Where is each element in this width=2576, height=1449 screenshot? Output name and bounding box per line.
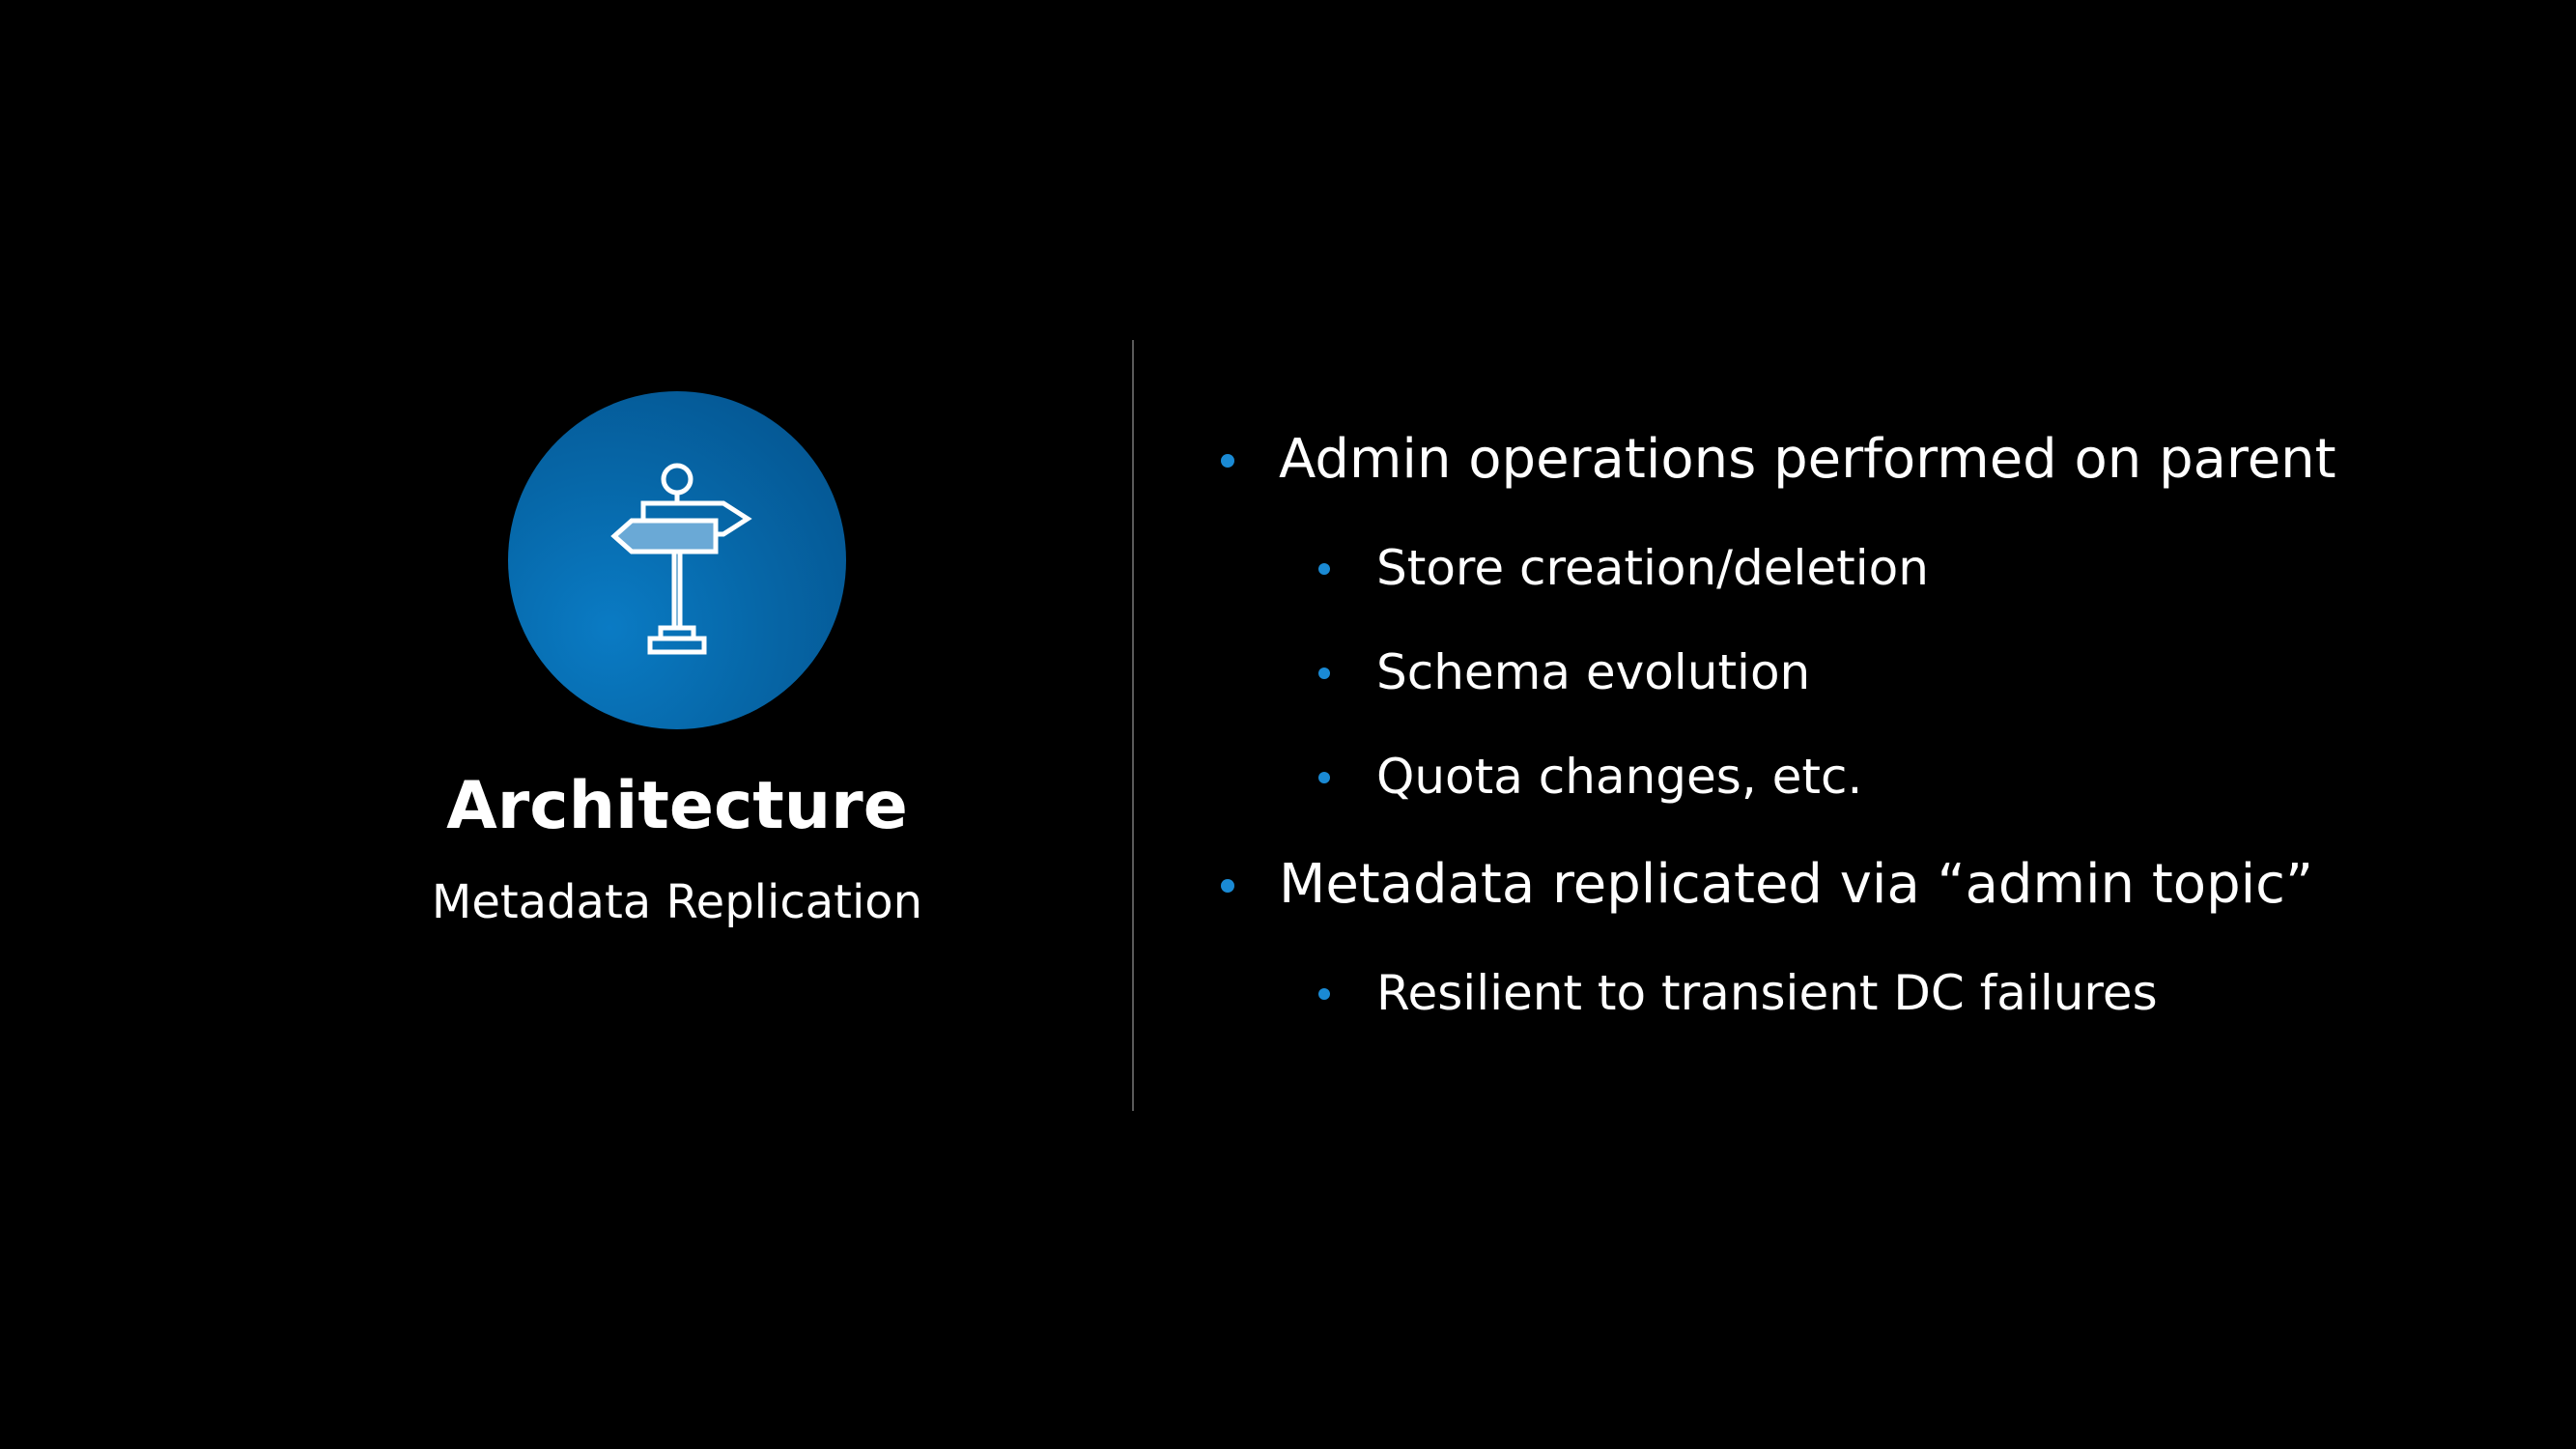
bullet-text: Resilient to transient DC failures: [1376, 965, 2158, 1021]
bullet-item: Metadata replicated via “admin topic”: [1221, 846, 2313, 923]
signpost-icon: [610, 463, 752, 655]
sub-bullet-item: Store creation/deletion: [1318, 533, 1929, 603]
bullet-item: Admin operations performed on parent: [1221, 421, 2336, 498]
bullet-text: Store creation/deletion: [1376, 540, 1929, 596]
bullet-text: Quota changes, etc.: [1376, 749, 1863, 805]
section-subtitle: Metadata Replication: [431, 875, 923, 929]
sub-bullet-item: Schema evolution: [1318, 638, 1811, 707]
bullet-dot-icon: [1318, 988, 1330, 1000]
bullet-text: Metadata replicated via “admin topic”: [1279, 853, 2313, 916]
bullet-text: Admin operations performed on parent: [1279, 428, 2336, 491]
bullet-dot-icon: [1318, 772, 1330, 783]
sub-bullet-item: Resilient to transient DC failures: [1318, 958, 2158, 1028]
bullet-text: Schema evolution: [1376, 644, 1811, 700]
section-icon-circle: [508, 391, 846, 729]
bullet-dot-icon: [1318, 668, 1330, 679]
section-title: Architecture: [446, 768, 908, 844]
bullet-dot-icon: [1318, 563, 1330, 575]
vertical-divider: [1132, 340, 1134, 1111]
bullet-dot-icon: [1221, 879, 1234, 893]
bullet-dot-icon: [1221, 454, 1234, 468]
sub-bullet-item: Quota changes, etc.: [1318, 742, 1863, 811]
